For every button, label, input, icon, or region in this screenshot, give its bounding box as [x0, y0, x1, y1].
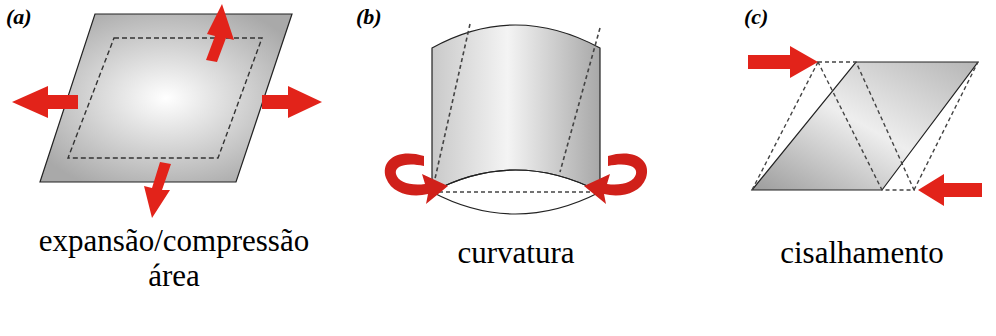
curved-sheet — [432, 24, 600, 214]
shear-arrows — [748, 46, 982, 206]
stretch-arrows — [12, 4, 322, 218]
panel-tag: (a) — [6, 4, 32, 30]
panel-tag: (b) — [356, 4, 382, 30]
panel-tag: (c) — [744, 4, 768, 30]
sheared-sheet — [752, 62, 978, 190]
panel-caption: expansão/compressão área — [32, 224, 316, 293]
panel-caption: curvatura — [457, 236, 574, 271]
panel-caption: cisalhamento — [780, 236, 944, 271]
bending-arrows — [385, 153, 647, 204]
